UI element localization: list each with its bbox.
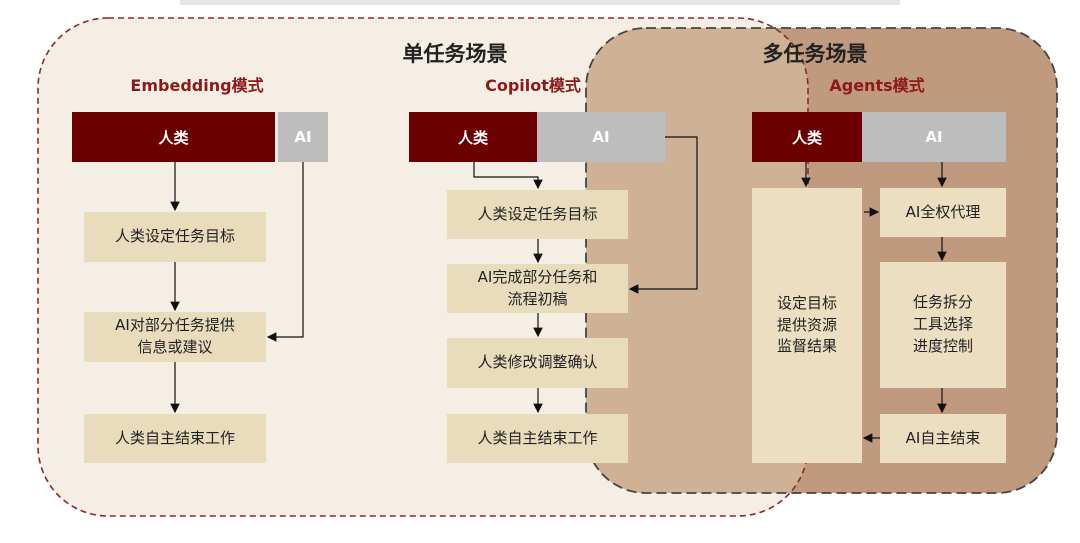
agents-step: AI全权代理 (880, 188, 1006, 237)
agents-ai-header: AI (862, 112, 1006, 162)
copilot-ai-header: AI (537, 112, 665, 162)
agents-human-box: 设定目标 提供资源 监督结果 (752, 188, 862, 463)
copilot-mode-title: Copilot模式 (485, 76, 581, 95)
flow-arrows (170, 136, 947, 443)
single-task-scene-title: 单任务场景 (402, 42, 508, 66)
copilot-step: 人类修改调整确认 (447, 338, 628, 388)
copilot-step: AI完成部分任务和 流程初稿 (447, 264, 628, 313)
embedding-step: 人类自主结束工作 (84, 414, 266, 463)
copilot-step: 人类设定任务目标 (447, 190, 628, 239)
copilot-human-header: 人类 (409, 112, 537, 162)
agents-step: 任务拆分 工具选择 进度控制 (880, 262, 1006, 388)
copilot-step: 人类自主结束工作 (447, 414, 628, 463)
embedding-step: 人类设定任务目标 (84, 212, 266, 262)
multi-task-scene-title: 多任务场景 (762, 42, 868, 66)
embedding-step: AI对部分任务提供 信息或建议 (84, 312, 266, 362)
embedding-ai-header: AI (278, 112, 328, 162)
agents-mode-title: Agents模式 (829, 76, 925, 95)
top-shadow (180, 0, 900, 5)
agents-human-header: 人类 (752, 112, 862, 162)
embedding-human-header: 人类 (72, 112, 275, 162)
overlap-region (586, 28, 808, 493)
embedding-mode-title: Embedding模式 (130, 76, 264, 95)
agents-step: AI自主结束 (880, 414, 1006, 463)
